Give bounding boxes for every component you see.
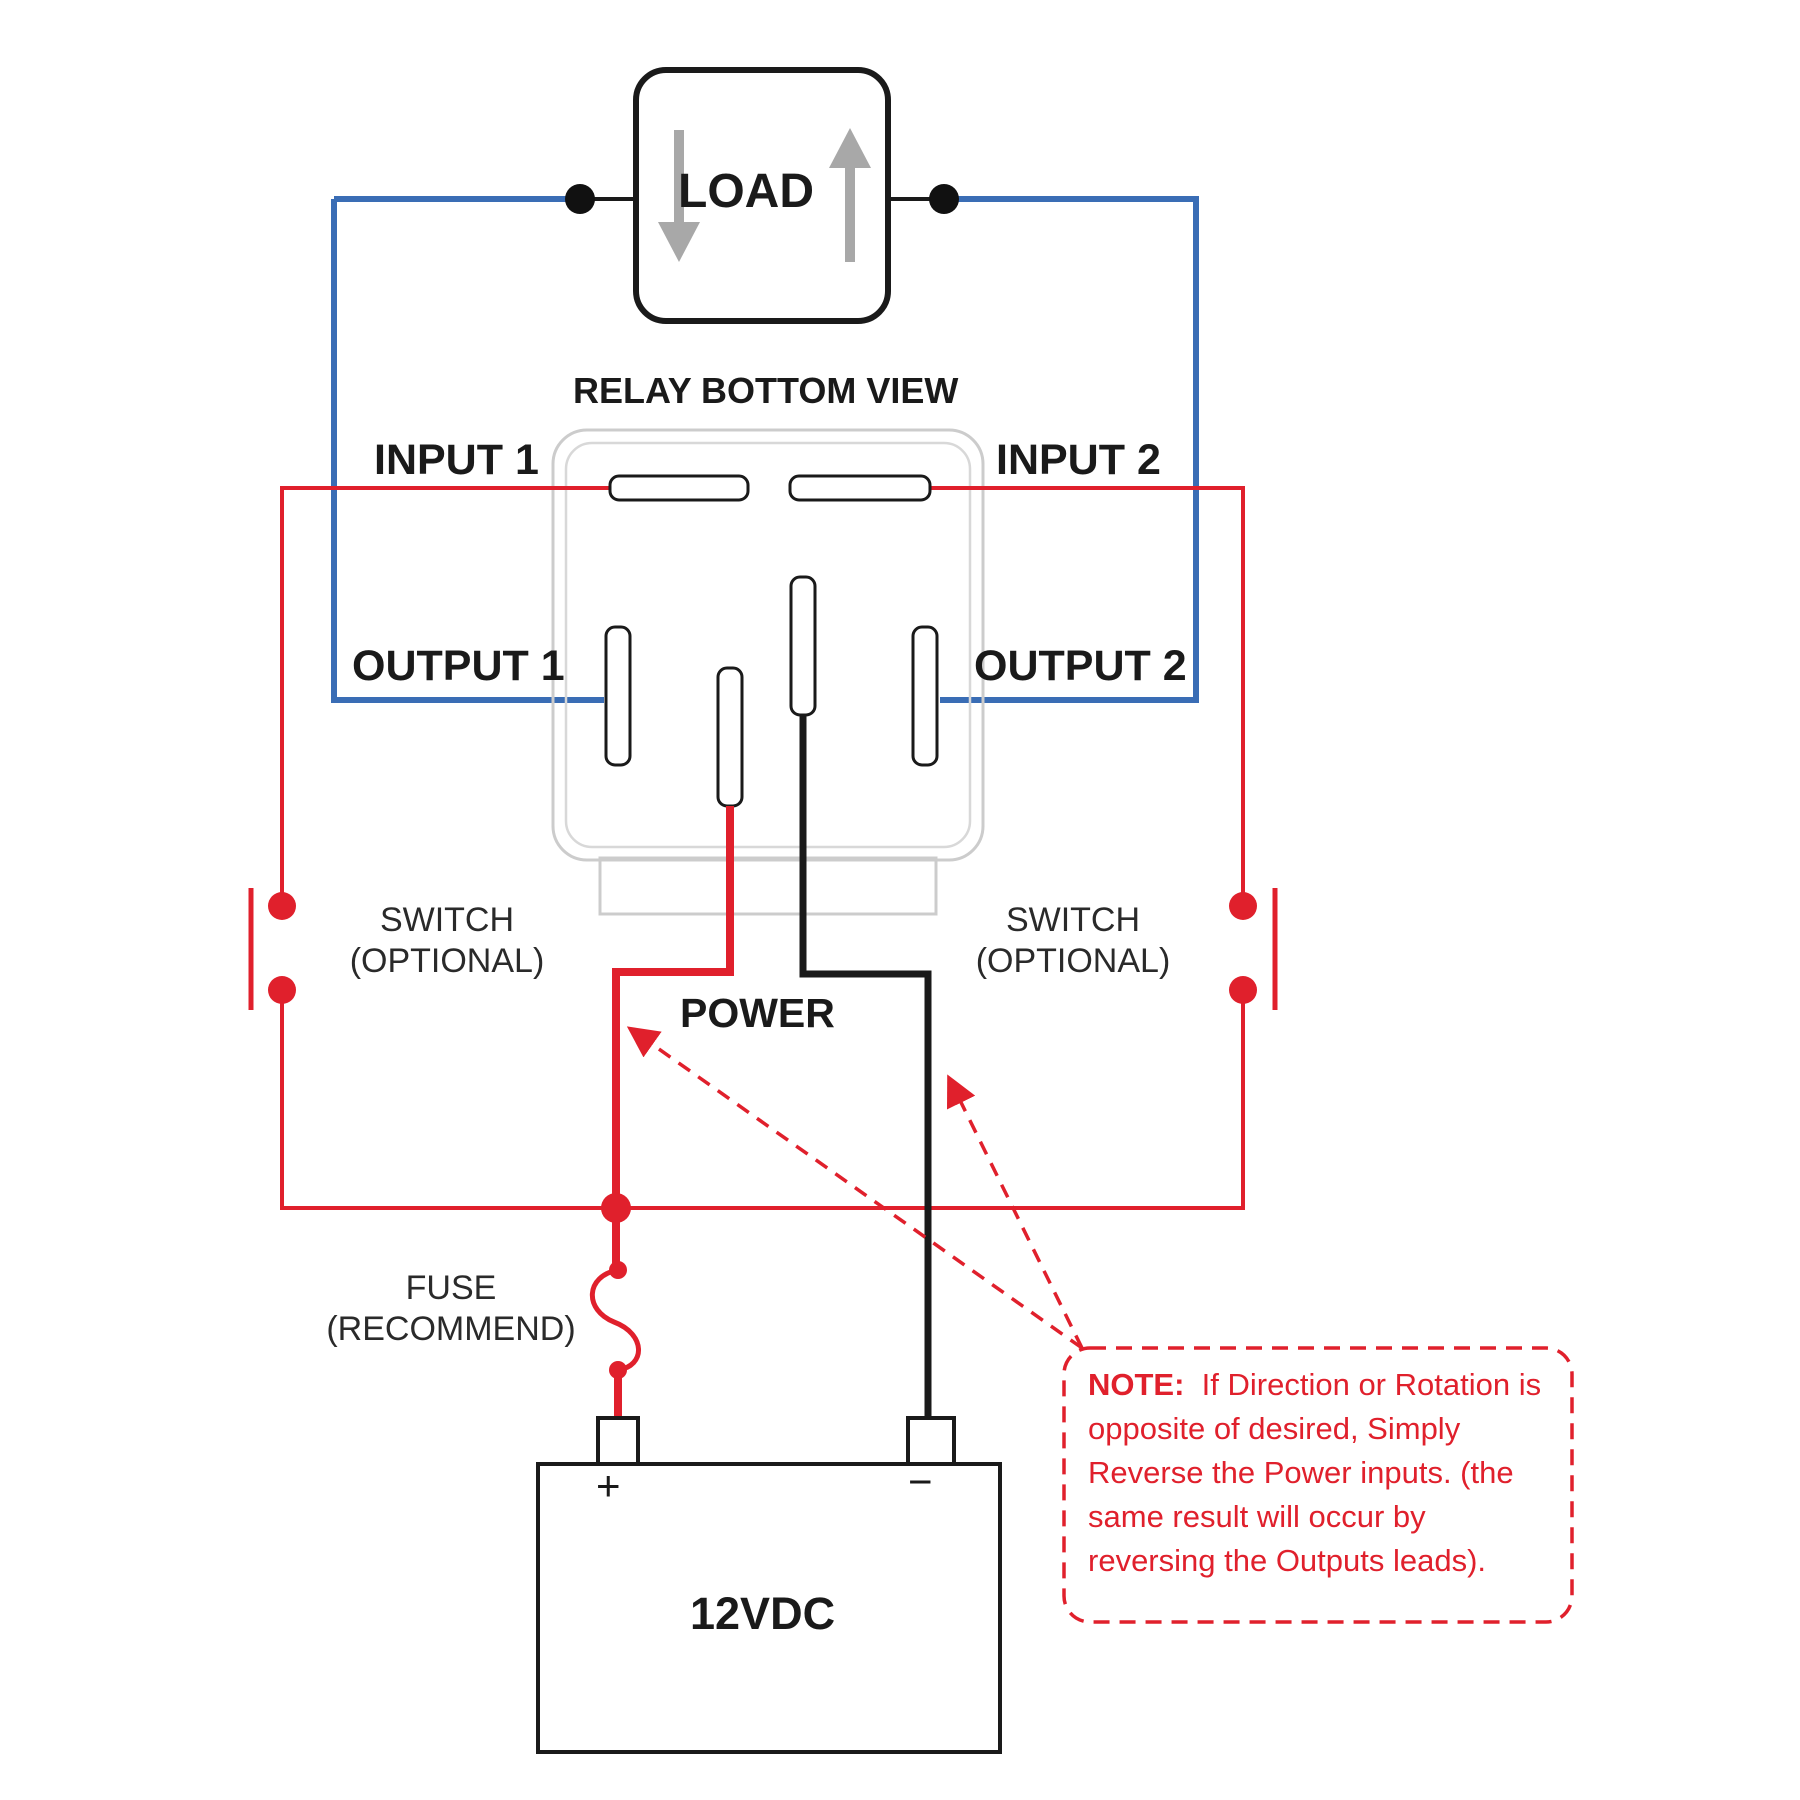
output2-label: OUTPUT 2	[974, 642, 1187, 690]
blue-wire-left	[331, 199, 604, 703]
switch-right-contact-bottom	[1229, 976, 1257, 1004]
switch-right-label: SWITCH (OPTIONAL)	[958, 900, 1188, 982]
red-wire-bottom-loop	[280, 990, 1245, 1210]
relay-body-inner	[564, 441, 972, 849]
power-wire-negative	[799, 715, 932, 1418]
relay-pin-power-pos	[716, 666, 744, 808]
battery-plus-symbol: +	[596, 1462, 621, 1509]
red-wire-input1	[280, 486, 610, 908]
note-text: NOTE: If Direction or Rotation is opposi…	[1088, 1363, 1548, 1583]
fuse-symbol	[589, 1267, 641, 1373]
fuse-label: FUSE (RECOMMEND)	[296, 1268, 606, 1350]
relay-pin-output2	[911, 625, 939, 767]
relay-pin-input1	[608, 474, 750, 502]
switch-left-line1: SWITCH	[379, 901, 515, 939]
relay-pin-input2	[788, 474, 932, 502]
output1-label: OUTPUT 1	[352, 642, 565, 690]
battery-terminal-positive	[596, 1416, 640, 1466]
note-arrow-to-negative	[947, 1074, 1084, 1349]
load-terminal-left	[565, 184, 595, 214]
fuse-line1: FUSE	[405, 1269, 497, 1307]
battery-label: 12VDC	[690, 1588, 836, 1639]
battery-body	[536, 1462, 1002, 1754]
note-prefix: NOTE:	[1088, 1367, 1185, 1402]
note-body: If Direction or Rotation is opposite of …	[1088, 1367, 1542, 1578]
switch-left-label: SWITCH (OPTIONAL)	[332, 900, 562, 982]
down-arrow-head	[658, 222, 700, 262]
blue-wire-right	[940, 196, 1199, 703]
load-box	[633, 67, 891, 324]
load-terminal-right	[929, 184, 959, 214]
relay-body-outer	[551, 428, 985, 862]
relay-base-tab	[598, 856, 938, 916]
power-wire-positive	[612, 806, 734, 1208]
relay-pin-power-neg	[789, 575, 817, 717]
relay-pin-output1	[604, 625, 632, 767]
load-label: LOAD	[678, 165, 814, 218]
battery-minus-symbol: −	[908, 1458, 933, 1505]
up-arrow-head	[829, 128, 871, 168]
note-box	[1062, 1346, 1574, 1624]
note-arrow-to-positive	[626, 1026, 1084, 1350]
switch-left-contact-bottom	[268, 976, 296, 1004]
fuse-line2: (RECOMMEND)	[326, 1310, 576, 1348]
switch-left-contact-top	[268, 892, 296, 920]
red-wire-input2	[930, 486, 1245, 908]
relay-title: RELAY BOTTOM VIEW	[573, 370, 959, 411]
switch-right-line1: SWITCH	[1005, 901, 1141, 939]
switch-right-contact-top	[1229, 892, 1257, 920]
switch-right-line2: (OPTIONAL)	[975, 942, 1171, 980]
switch-left-line2: (OPTIONAL)	[349, 942, 545, 980]
input1-label: INPUT 1	[374, 436, 539, 484]
input2-label: INPUT 2	[996, 436, 1161, 484]
power-label: POWER	[680, 990, 835, 1036]
battery-terminal-negative	[906, 1416, 956, 1466]
